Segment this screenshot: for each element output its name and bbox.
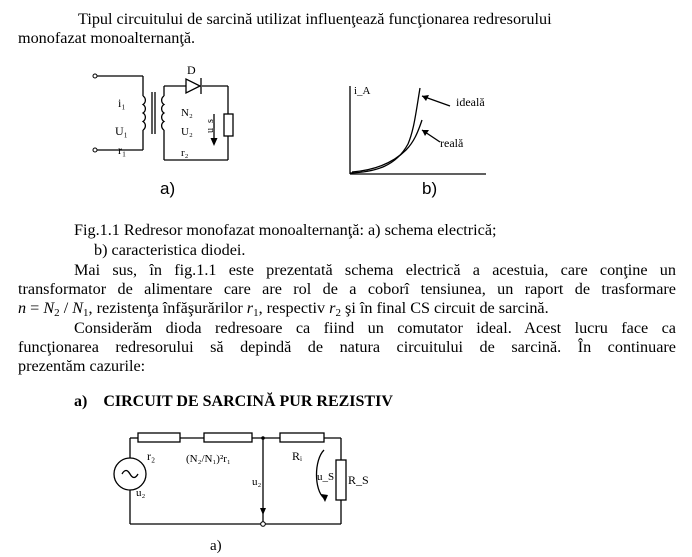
- para2-line-1: Considerăm dioda redresoare ca fiind un …: [74, 319, 676, 337]
- panel-label-a-bottom: a): [210, 538, 222, 554]
- schematic-figure-a: D i₁ U₁ r₁ N₂ U₂ r₂ u_s a): [92, 63, 234, 198]
- label-rs: R_S: [348, 473, 369, 487]
- label-u2-left: u₂: [136, 487, 146, 499]
- figure-caption-line-2: b) caracteristica diodei.: [94, 241, 246, 259]
- formula-eq: =: [26, 299, 44, 317]
- label-u2-mid: u₂: [252, 476, 262, 488]
- text-final: şi în final CS circuit de sarcină.: [340, 299, 549, 317]
- panel-label-a-top: a): [160, 179, 175, 198]
- label-us-bottom: u_S: [317, 471, 334, 483]
- label-rn: (N₂/N₁)²r₁: [186, 453, 231, 465]
- label-us: u_s: [205, 119, 216, 133]
- symbol-r2-sub: 2: [335, 307, 341, 319]
- formula-slash: /: [59, 299, 73, 317]
- symbol-r2: r: [329, 299, 336, 317]
- formula-N1: N: [72, 299, 84, 317]
- para1-line-1: Mai sus, în fig.1.1 este prezentată sche…: [74, 261, 676, 279]
- formula-n: n: [18, 299, 27, 317]
- para1-line-2: transformator de alimentare care are rol…: [18, 280, 676, 298]
- intro-line-1: Tipul circuitului de sarcină utilizat in…: [78, 10, 552, 28]
- section-heading: a) CIRCUIT DE SARCINĂ PUR REZISTIV: [74, 393, 393, 411]
- label-real: reală: [440, 136, 464, 150]
- intro-line-2: monofazat monoalternanţă.: [18, 29, 196, 47]
- para2-line-2: funcţionarea redresorului să depindă de …: [18, 338, 676, 356]
- section-title: CIRCUIT DE SARCINĂ PUR REZISTIV: [103, 393, 393, 410]
- para1-line-3: n = N2 / N1, rezistenţa înfăşurărilor r1…: [18, 299, 549, 319]
- formula-sub-1: 1: [83, 307, 89, 319]
- symbol-r1: r: [246, 299, 254, 317]
- text-rezistenta: , rezistenţa înfăşurărilor: [88, 299, 247, 317]
- diode-characteristic-figure-b: i_A ideală reală b): [349, 85, 486, 198]
- text-respectiv: , respectiv: [258, 299, 330, 317]
- label-u1: U₁: [115, 124, 128, 138]
- formula-N2: N: [43, 299, 55, 317]
- resistive-load-circuit: r₂ (N₂/N₁)²r₁ Rᵢ u₂ u₂ u_S R_S a): [113, 432, 369, 554]
- label-diode: D: [187, 63, 196, 77]
- section-marker: a): [74, 393, 88, 410]
- label-n2: N₂: [181, 107, 193, 119]
- label-ia: i_A: [354, 85, 371, 97]
- label-i1: i₁: [118, 96, 126, 110]
- para2-line-3: prezentăm cazurile:: [18, 357, 146, 375]
- label-r2: r₂: [181, 147, 189, 159]
- label-r1: r₁: [118, 143, 126, 157]
- symbol-r1-sub: 1: [253, 307, 259, 319]
- label-u2: U₂: [181, 126, 193, 138]
- panel-label-b-top: b): [422, 179, 437, 198]
- label-ri: Rᵢ: [292, 449, 302, 463]
- label-ideal: ideală: [456, 95, 485, 109]
- formula-sub-2: 2: [54, 307, 60, 319]
- figure-caption-line-1: Fig.1.1 Redresor monofazat monoalternanţ…: [74, 221, 497, 239]
- label-r2-bottom: r₂: [147, 449, 155, 463]
